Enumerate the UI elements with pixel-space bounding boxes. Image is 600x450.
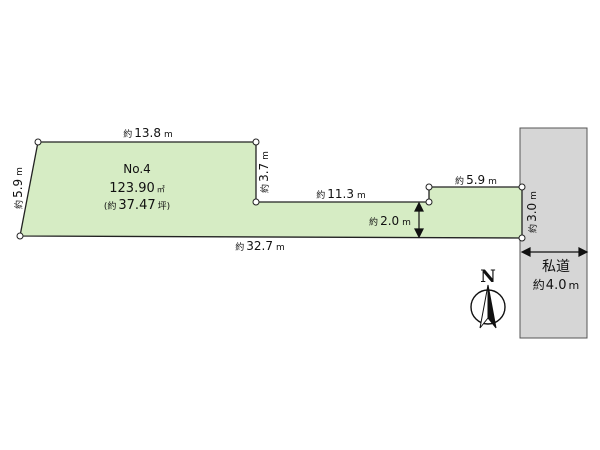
lot-outline — [19, 141, 523, 239]
road-width-arrow — [520, 247, 589, 257]
vertex — [252, 138, 260, 146]
svg-text:N: N — [480, 267, 496, 287]
road-label: 私道 — [542, 259, 570, 275]
dim-step-vertical: 約3.7m — [257, 151, 271, 193]
vertex — [34, 138, 42, 146]
lot-vertices — [16, 138, 526, 242]
north-compass-icon: N — [470, 267, 506, 329]
dim-left: 約5.9m — [11, 167, 25, 209]
vertex — [425, 198, 433, 206]
vertex — [252, 198, 260, 206]
step-dimension-arrow — [414, 201, 424, 239]
lot-number: No.4 — [123, 162, 151, 176]
vertex — [16, 232, 24, 240]
vertex — [518, 183, 526, 191]
vertex — [425, 183, 433, 191]
dim-right: 約3.0m — [525, 191, 539, 233]
private-road — [519, 127, 588, 339]
vertex — [518, 234, 526, 242]
